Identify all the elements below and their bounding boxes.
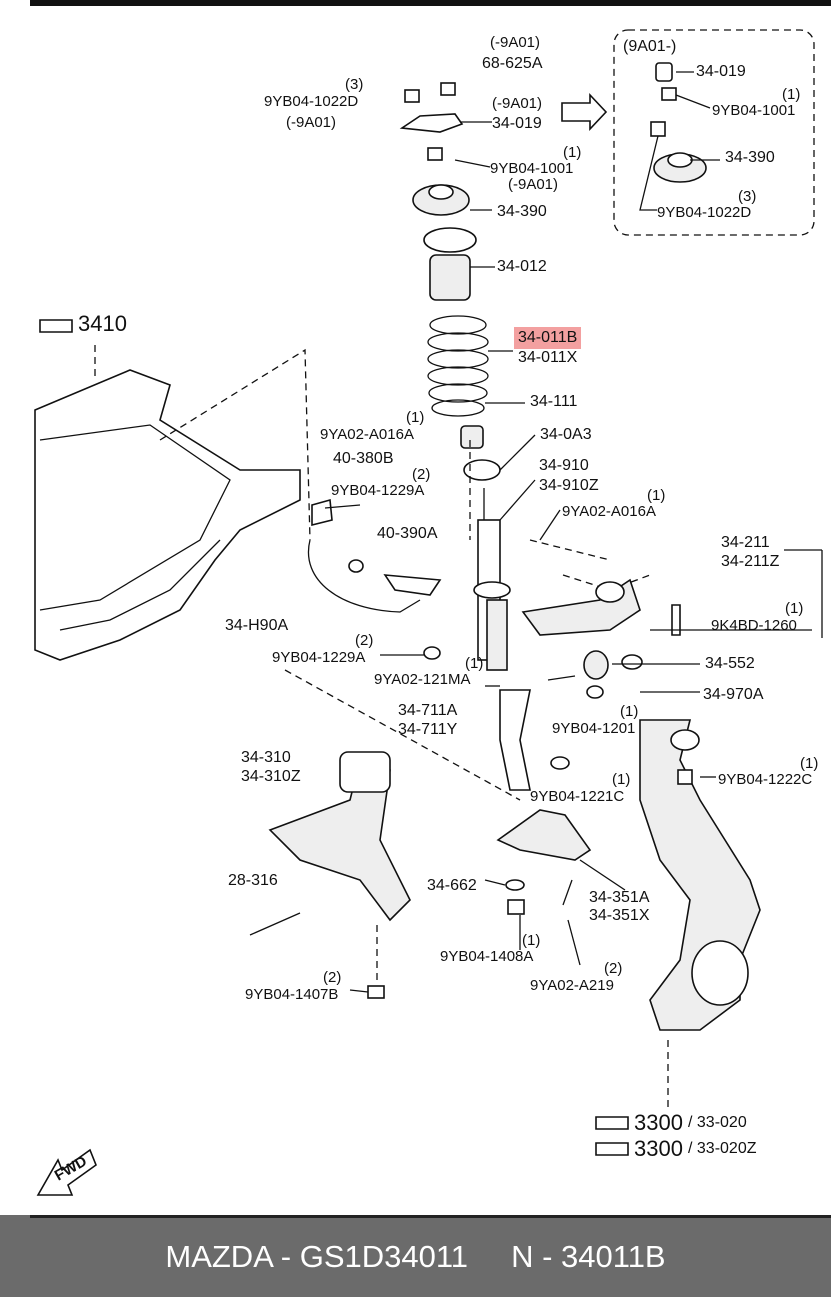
suspension-diagram (34, 29, 823, 1196)
label-qty-1-f: (1) (620, 703, 639, 720)
bracket-34-711a (499, 689, 531, 791)
label-qty-1-b: (1) (647, 487, 666, 504)
label-9a01-b: (-9A01) (286, 114, 337, 131)
label-qty-2-a: (2) (412, 466, 431, 483)
label-9yb04-1408a: 9YB04-1408A (440, 948, 534, 965)
balljoint-34-351a (496, 809, 592, 861)
hand-pointer-3300-a (595, 1116, 629, 1130)
label-qty-2-c: (2) (604, 960, 623, 977)
label-34-0a3: 34-0A3 (540, 426, 592, 443)
label-34-111: 34-111 (530, 393, 578, 410)
label-qty-1-i: (1) (522, 932, 541, 949)
label-34-390-a: 34-390 (497, 203, 547, 220)
label-qty-1-a: (1) (563, 144, 582, 161)
label-9a01-box: (9A01-) (623, 38, 677, 55)
label-34-012: 34-012 (497, 258, 547, 275)
label-34-970a: 34-970A (703, 686, 764, 703)
label-34-552: 34-552 (705, 655, 755, 672)
hand-pointer-3300-b (595, 1142, 629, 1156)
stabilizer-bar (307, 539, 421, 613)
label-68-625a: 68-625A (482, 55, 543, 72)
label-9a01-d: (-9A01) (508, 176, 559, 193)
boot-34-012 (429, 254, 471, 301)
label-34-011x: 34-011X (518, 349, 578, 366)
inset-arrow (561, 92, 608, 132)
bump-stop-34-111 (460, 425, 484, 449)
label-3300-b: 3300 (634, 1136, 683, 1161)
plate-34-019 (399, 113, 464, 133)
label-34-211: 34-211 (721, 534, 770, 551)
label-9yb04-1229a-a: 9YB04-1229A (331, 482, 425, 499)
label-9yb04-1201: 9YB04-1201 (552, 720, 636, 737)
link-40-390a (383, 574, 442, 596)
label-34-910z: 34-910Z (539, 477, 599, 494)
label-9yb04-1222c: 9YB04-1222C (718, 771, 813, 788)
label-33-020z: / 33-020Z (688, 1140, 757, 1157)
label-qty-1-h: (1) (612, 771, 631, 788)
hand-pointer-3410 (39, 319, 73, 333)
label-9yb04-1022d-a: 9YB04-1022D (264, 93, 359, 110)
label-34-019-b: 34-019 (696, 63, 746, 80)
top-border (30, 0, 831, 6)
label-qty-1-j: (1) (782, 86, 801, 103)
label-9yb04-1001-b: 9YB04-1001 (712, 102, 796, 119)
inset-box (613, 29, 815, 236)
label-qty-2-b: (2) (355, 632, 374, 649)
label-34-711y: 34-711Y (398, 721, 458, 738)
footer-part-number: MAZDA - GS1D34011 N - 34011B (165, 1239, 666, 1274)
label-9ya02-121ma: 9YA02-121MA (374, 671, 471, 688)
label-33-020: / 33-020 (688, 1114, 747, 1131)
label-qty-1-c: (1) (406, 409, 425, 426)
fwd-arrow (36, 1148, 97, 1196)
label-34-662: 34-662 (427, 877, 477, 894)
label-qty-3-a: (3) (345, 76, 364, 93)
nut-68-625a (440, 82, 456, 96)
inset-cap-34-019 (655, 62, 673, 82)
label-34-711a: 34-711A (398, 702, 458, 719)
washer-34-552 (621, 654, 643, 670)
label-34-910: 34-910 (539, 457, 589, 474)
label-qty-1-g: (1) (800, 755, 819, 772)
label-34-019-a: 34-019 (492, 115, 542, 132)
label-9ya02-a016a-a: 9YA02-A016A (320, 426, 414, 443)
label-3410: 3410 (78, 311, 127, 336)
label-9yb04-1001-a: 9YB04-1001 (490, 160, 574, 177)
label-9ya02-a219: 9YA02-A219 (530, 977, 614, 994)
label-3300-a: 3300 (634, 1110, 683, 1135)
label-34-351a: 34-351A (589, 889, 650, 906)
label-34-310: 34-310 (241, 749, 291, 766)
label-9a01-c: (-9A01) (492, 95, 543, 112)
label-9yb04-1229a-b: 9YB04-1229A (272, 649, 366, 666)
nut-9yb04-1001 (427, 147, 443, 161)
label-34-h90a: 34-H90A (225, 617, 289, 634)
label-9k4bd-1260: 9K4BD-1260 (711, 617, 797, 634)
nut-9yb04-1022d (404, 89, 420, 103)
label-28-316: 28-316 (228, 872, 278, 889)
label-qty-1-d: (1) (465, 655, 484, 672)
subframe (34, 369, 301, 661)
label-40-390a: 40-390A (377, 525, 438, 542)
footer-divider (30, 1215, 831, 1218)
label-9yb04-1407b: 9YB04-1407B (245, 986, 339, 1003)
label-40-380b: 40-380B (333, 450, 394, 467)
coil-spring-34-011b (427, 315, 489, 417)
label-34-351x: 34-351X (589, 907, 650, 924)
label-9ya02-a016a-b: 9YA02-A016A (562, 503, 656, 520)
label-34-011b: 34-011B (514, 327, 582, 349)
footer-bar: MAZDA - GS1D34011 N - 34011B (0, 1215, 831, 1297)
label-9a01-top: (-9A01) (490, 34, 541, 51)
label-34-310z: 34-310Z (241, 768, 301, 785)
label-34-390-b: 34-390 (725, 149, 775, 166)
label-34-211z: 34-211Z (721, 553, 780, 570)
label-qty-3-b: (3) (738, 188, 757, 205)
bushing-34-970a (583, 650, 609, 680)
label-qty-1-e: (1) (785, 600, 804, 617)
label-qty-2-d: (2) (323, 969, 342, 986)
label-9yb04-1022d-b: 9YB04-1022D (657, 204, 752, 221)
label-9yb04-1221c: 9YB04-1221C (530, 788, 625, 805)
